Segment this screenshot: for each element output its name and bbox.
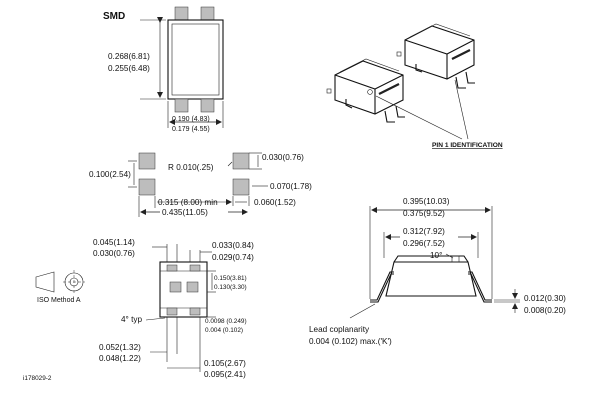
iso-label: ISO Method A — [37, 297, 81, 304]
end-body — [385, 261, 477, 297]
side-lead-w-min: 0.030(0.76) — [93, 249, 135, 258]
footprint-outer-span: 0.435(11.05) — [162, 208, 208, 217]
side-body-h-max: 0.150(3.81) — [214, 275, 247, 282]
top-width-min: 0.179 (4.55) — [172, 126, 210, 133]
end-overall-max: 0.395(10.03) — [403, 197, 450, 206]
footprint-radius: R 0.010(.25) — [168, 163, 214, 172]
top-body — [167, 19, 224, 100]
top-lead — [200, 98, 215, 113]
side-total-min: 0.095(2.41) — [204, 370, 246, 379]
side-total-max: 0.105(2.67) — [204, 359, 246, 368]
footprint-pitch: 0.100(2.54) — [89, 170, 131, 179]
side-standoff-min: 0.004 (0.102) — [205, 327, 243, 334]
side-pitch-min: 0.048(1.22) — [99, 354, 141, 363]
side-body — [159, 261, 208, 318]
footprint-pad — [232, 178, 250, 196]
footprint-pad — [232, 152, 250, 170]
end-view: 0.395(10.03) 0.375(9.52) 0.312(7.92) 0.2… — [309, 197, 566, 346]
top-view: 0.268(6.81) 0.255(6.48) 0.190 (4.83) 0.1… — [108, 6, 224, 133]
top-lead — [174, 98, 189, 113]
side-lead-w-max: 0.045(1.14) — [93, 238, 135, 247]
side-standoff-max: 0.0098 (0.249) — [205, 318, 247, 325]
side-pitch-max: 0.052(1.32) — [99, 343, 141, 352]
pin1-label: PIN 1 IDENTIFICATION — [432, 142, 503, 149]
coplanarity-line2: 0.004 (0.102) max.('K') — [309, 337, 392, 346]
end-thick-min: 0.008(0.20) — [524, 306, 566, 315]
drawing-id: i178029-2 — [23, 375, 52, 382]
end-thick-max: 0.012(0.30) — [524, 294, 566, 303]
top-height-min: 0.255(6.48) — [108, 64, 150, 73]
side-body-h-min: 0.130(3.30) — [214, 284, 247, 291]
end-body-max: 0.312(7.92) — [403, 227, 445, 236]
side-lead-w2-max: 0.033(0.84) — [212, 241, 254, 250]
isometric-view: PIN 1 IDENTIFICATION — [326, 23, 503, 149]
footprint-pad-gap: 0.060(1.52) — [254, 198, 296, 207]
end-body-min: 0.296(7.52) — [403, 239, 445, 248]
side-view: 0.045(1.14) 0.030(0.76) 0.033(0.84) 0.02… — [93, 238, 254, 379]
footprint-inner-span: 0.315 (8.00) min — [158, 198, 218, 207]
top-width-max: 0.190 (4.83) — [172, 116, 210, 123]
side-lead-w2-min: 0.029(0.74) — [212, 253, 254, 262]
top-body-inner — [171, 23, 220, 96]
footprint-view: 0.100(2.54) R 0.010(.25) 0.030(0.76) 0.0… — [89, 152, 312, 217]
end-overall-min: 0.375(9.52) — [403, 209, 445, 218]
top-lead — [200, 6, 215, 21]
footprint-pad — [138, 152, 156, 170]
top-height-max: 0.268(6.81) — [108, 52, 150, 61]
top-lead — [174, 6, 189, 21]
title: SMD — [103, 11, 125, 22]
footprint-pad — [138, 178, 156, 196]
coplanarity-line1: Lead coplanarity — [309, 325, 370, 334]
footprint-pad-width: 0.030(0.76) — [262, 153, 304, 162]
side-angle: 4° typ — [121, 315, 142, 324]
footprint-pad-length: 0.070(1.78) — [270, 182, 312, 191]
iso-symbol: ISO Method A — [35, 270, 85, 304]
end-angle: 10° — [430, 251, 442, 260]
